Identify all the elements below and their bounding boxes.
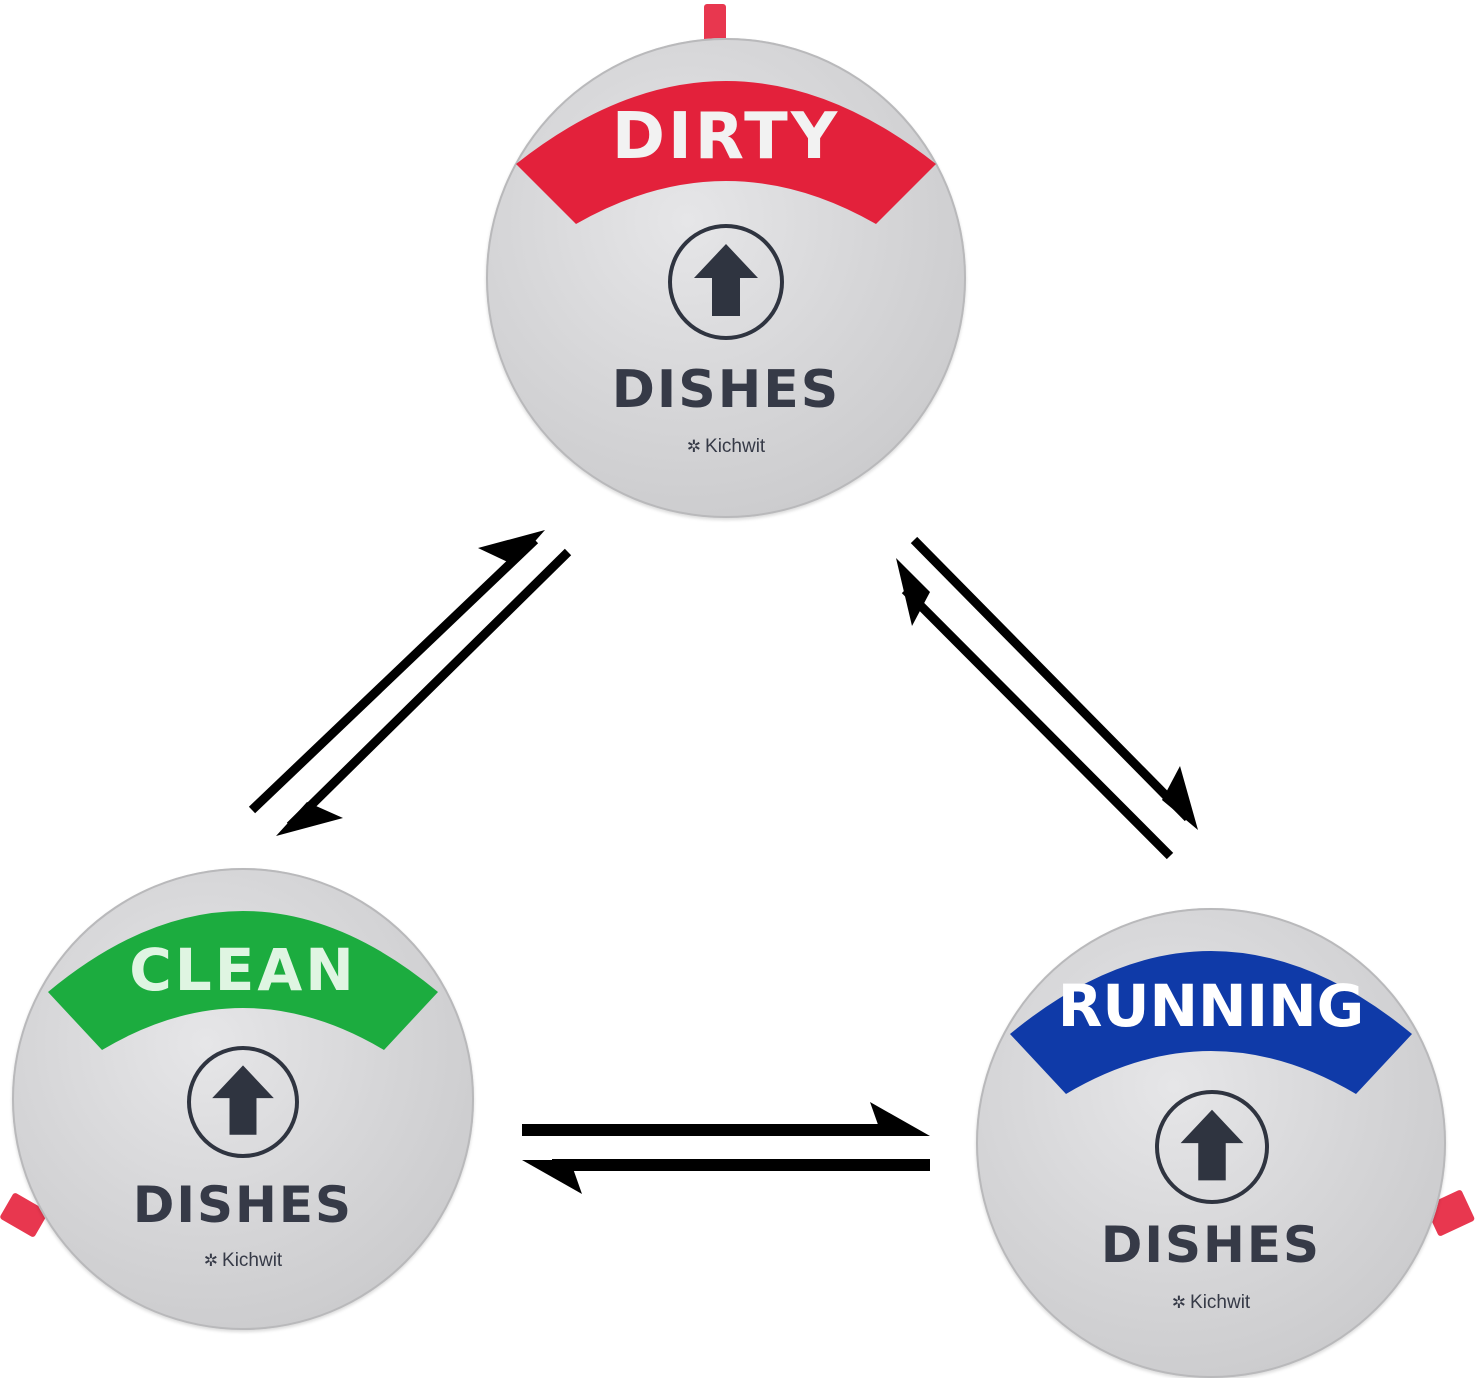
status-window: [48, 911, 438, 1050]
double-arrow-icon: [896, 536, 1198, 860]
brand-name: Kichwit: [705, 436, 766, 457]
status-label-running: RUNNING: [1057, 972, 1365, 1040]
status-label-dirty: DIRTY: [611, 100, 841, 174]
pinwheel-logo-icon: ✲: [686, 437, 702, 456]
up-arrow-icon: [1155, 1090, 1269, 1204]
up-arrow-icon: [668, 224, 784, 340]
status-window: [516, 81, 936, 224]
brand-name: Kichwit: [222, 1250, 283, 1271]
dirty-magnet: DIRTY DISHES ✲Kichwit: [486, 38, 966, 518]
clean-magnet: CLEAN DISHES ✲Kichwit: [12, 868, 474, 1330]
brand-name: Kichwit: [1190, 1292, 1251, 1313]
up-arrow-icon: [187, 1046, 299, 1158]
running-magnet: RUNNING DISHES ✲Kichwit: [976, 908, 1446, 1378]
dishes-label: DISHES: [132, 1176, 354, 1234]
brand-label: ✲Kichwit: [486, 436, 966, 458]
status-label-clean: CLEAN: [129, 936, 357, 1004]
pinwheel-logo-icon: ✲: [1171, 1293, 1187, 1312]
brand-label: ✲Kichwit: [976, 1292, 1446, 1314]
pinwheel-logo-icon: ✲: [203, 1251, 219, 1270]
status-window: [1010, 951, 1412, 1094]
dishes-label: DISHES: [1100, 1216, 1322, 1274]
double-arrow-icon: [248, 530, 572, 836]
dishes-label: DISHES: [611, 360, 841, 420]
double-arrow-icon: [522, 1102, 930, 1194]
brand-label: ✲Kichwit: [12, 1250, 474, 1272]
